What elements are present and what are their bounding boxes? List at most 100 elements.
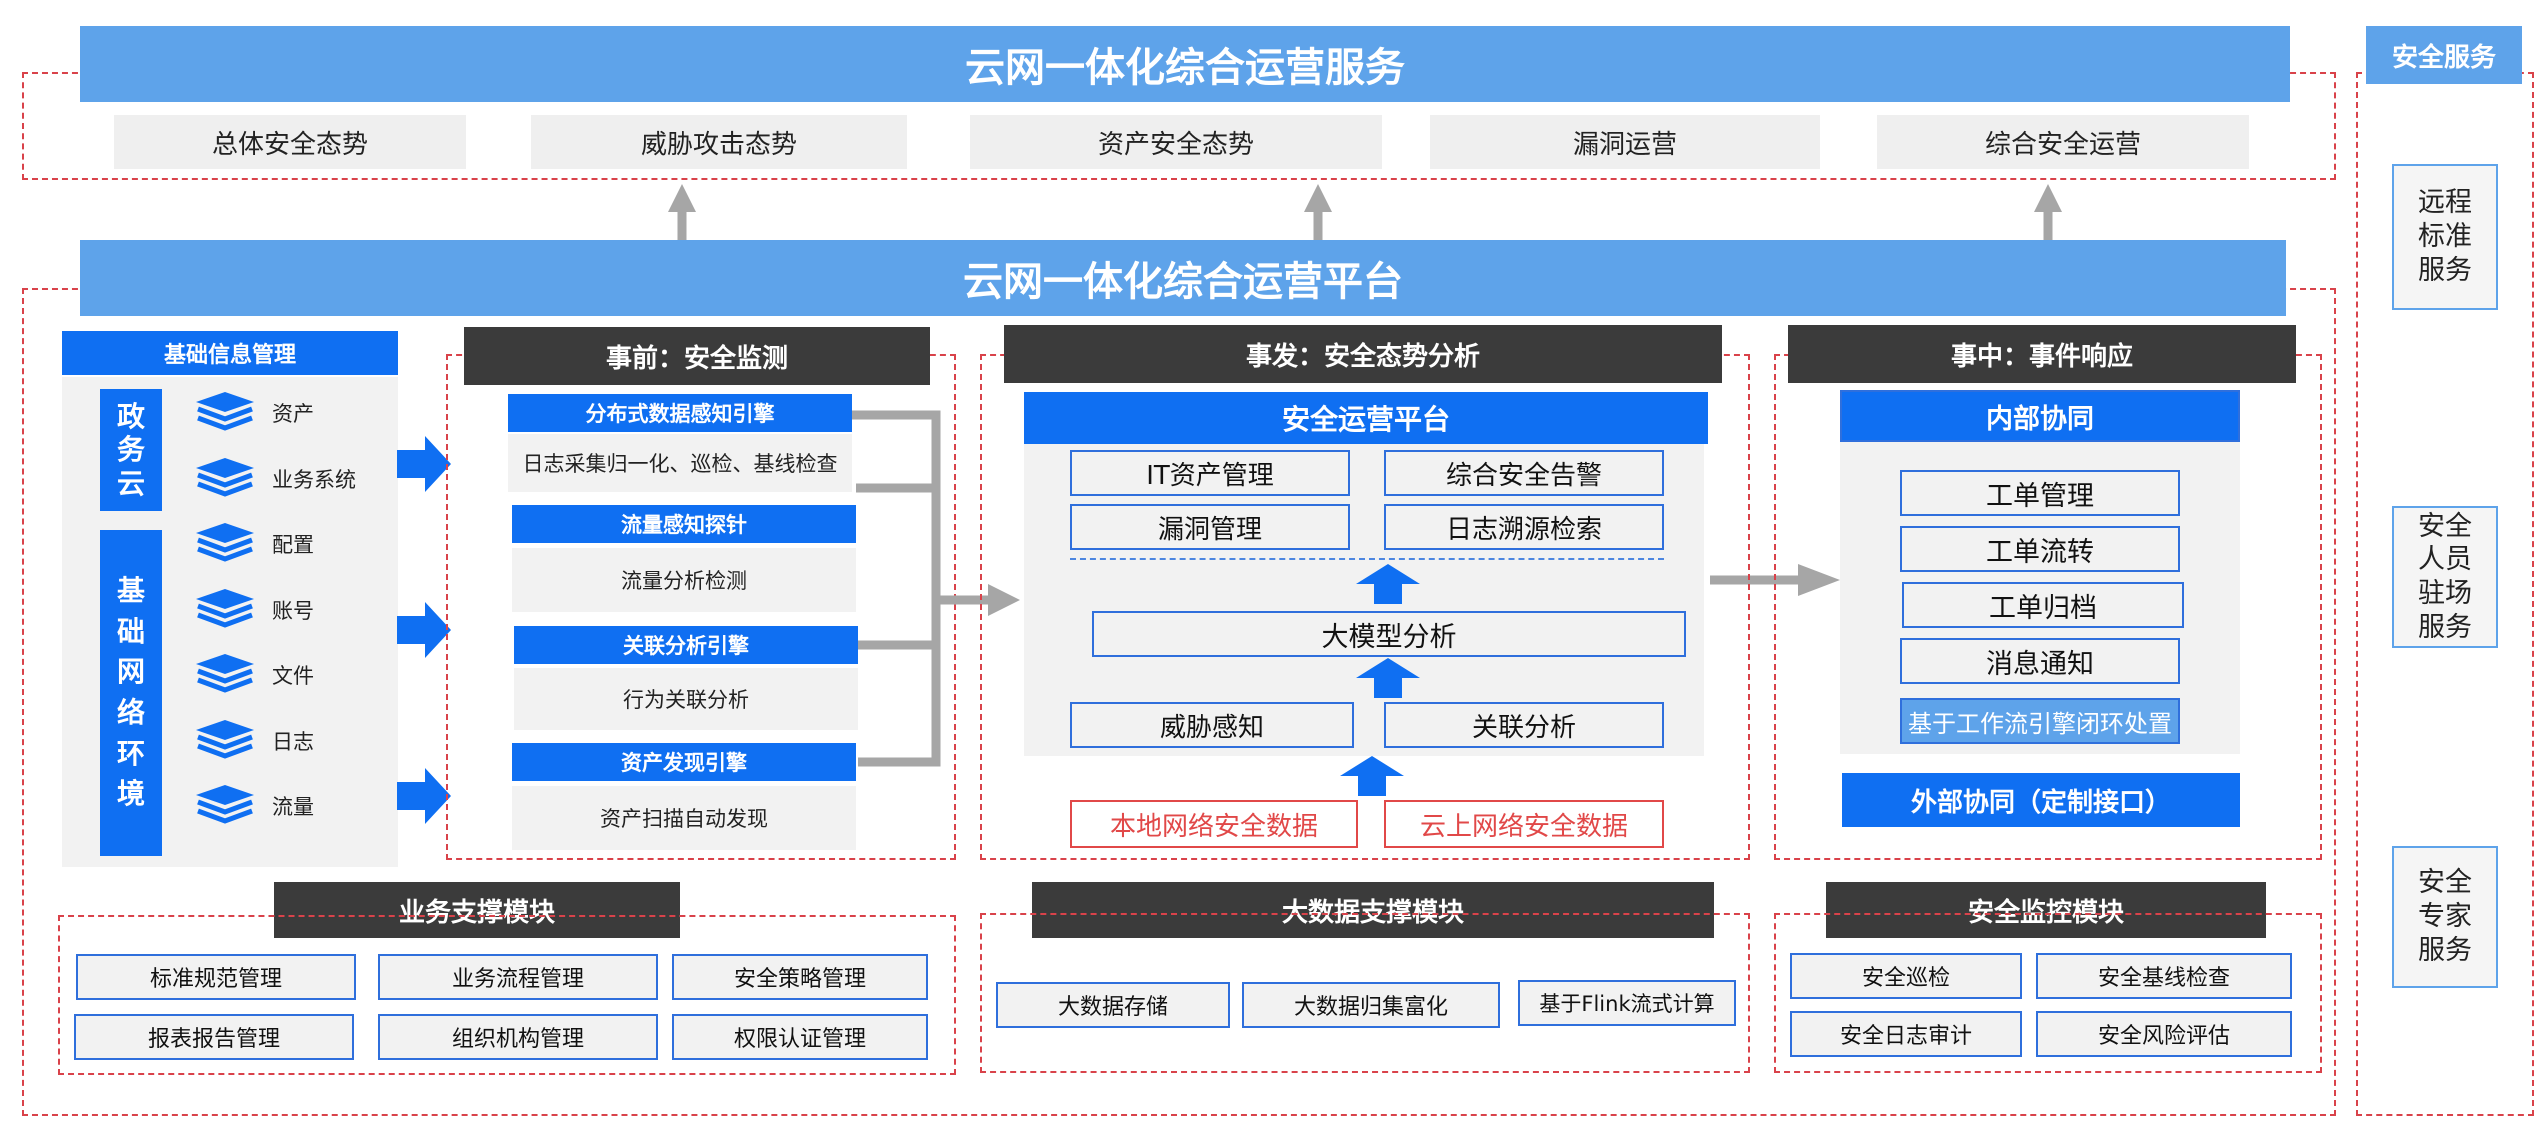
workflow-closed-loop[interactable]: 基于工作流引擎闭环处置	[1900, 698, 2180, 744]
bigdata-storage[interactable]: 大数据存储	[996, 982, 1230, 1028]
asset-item-label: 资产	[272, 402, 314, 426]
sec-inspection[interactable]: 安全巡检	[1790, 953, 2022, 999]
base-network-char: 基	[116, 574, 145, 608]
module-log-trace[interactable]: 日志溯源检索	[1384, 504, 1664, 550]
service-onsite-line: 安全	[2418, 510, 2472, 542]
service-remote-line: 远程	[2418, 187, 2472, 219]
base-info-title: 基础信息管理	[62, 331, 398, 375]
arrow-up-icon	[1356, 658, 1420, 698]
biz-policy[interactable]: 安全策略管理	[672, 954, 928, 1000]
asset-item-label: 配置	[272, 533, 314, 557]
pre-title: 事前：安全监测	[464, 327, 930, 385]
threat-perception[interactable]: 威胁感知	[1070, 702, 1354, 748]
response-panel	[1840, 390, 2240, 754]
engine-asset-discovery-desc: 资产扫描自动发现	[512, 786, 856, 850]
security-monitor-title: 安全监控模块	[1826, 882, 2266, 938]
biz-standard[interactable]: 标准规范管理	[76, 954, 356, 1000]
base-network-label: 基 础 网 络 环 境	[100, 530, 162, 856]
arrow-right-icon	[397, 768, 451, 824]
layers-icon	[196, 719, 254, 759]
service-threat[interactable]: 威胁攻击态势	[531, 115, 907, 169]
layers-icon	[196, 588, 254, 628]
sec-baseline[interactable]: 安全基线检查	[2036, 953, 2292, 999]
cloud-network-data[interactable]: 云上网络安全数据	[1384, 800, 1664, 848]
bigdata-flink[interactable]: 基于Flink流式计算	[1518, 980, 1736, 1026]
asset-item-label: 业务系统	[272, 467, 356, 492]
service-asset[interactable]: 资产安全态势	[970, 115, 1382, 169]
engine-correlation-desc: 行为关联分析	[514, 668, 858, 730]
during-title: 事发：安全态势分析	[1004, 325, 1722, 383]
service-expert-line: 安全	[2418, 867, 2472, 899]
layers-icon	[196, 785, 254, 824]
biz-report[interactable]: 报表报告管理	[74, 1014, 354, 1060]
layers-icon	[196, 523, 254, 562]
module-security-alert[interactable]: 综合安全告警	[1384, 450, 1664, 496]
service-onsite-line: 服务	[2418, 611, 2472, 643]
engine-correlation[interactable]: 关联分析引擎	[514, 626, 858, 664]
layers-icon	[196, 392, 254, 431]
gov-cloud-char: 政	[116, 399, 145, 433]
arrow-up-icon	[1356, 564, 1420, 604]
module-vuln-mgmt[interactable]: 漏洞管理	[1070, 504, 1350, 550]
security-monitor-area	[1774, 913, 2322, 1073]
engine-asset-discovery[interactable]: 资产发现引擎	[512, 743, 856, 781]
arrow-right-icon	[397, 602, 451, 658]
service-onsite[interactable]: 安全 人员 驻场 服务	[2392, 506, 2498, 648]
engine-distributed-desc: 日志采集归一化、巡检、基线检查	[508, 434, 852, 492]
engine-traffic-desc: 流量分析检测	[512, 548, 856, 612]
engine-distributed[interactable]: 分布式数据感知引擎	[508, 394, 852, 432]
platform-banner: 云网一体化综合运营平台	[80, 240, 2286, 316]
service-onsite-line: 人员	[2418, 544, 2472, 576]
big-model-analysis[interactable]: 大模型分析	[1092, 611, 1686, 657]
message-notify[interactable]: 消息通知	[1900, 638, 2180, 684]
arrow-up-icon	[1340, 756, 1404, 796]
bigdata-enrich[interactable]: 大数据归集富化	[1242, 982, 1500, 1028]
service-vuln[interactable]: 漏洞运营	[1430, 115, 1820, 169]
business-support-area	[58, 915, 956, 1075]
base-network-char: 网	[116, 655, 145, 689]
asset-item-label: 账号	[272, 598, 314, 623]
gov-cloud-char: 云	[116, 466, 145, 500]
bigdata-support-area	[980, 913, 1750, 1073]
service-remote-line: 服务	[2418, 254, 2472, 286]
security-services-title: 安全服务	[2366, 26, 2522, 84]
correlation-analysis[interactable]: 关联分析	[1384, 702, 1664, 748]
sec-log-audit[interactable]: 安全日志审计	[1790, 1011, 2022, 1057]
service-banner: 云网一体化综合运营服务	[80, 26, 2290, 102]
business-support-title: 业务支撑模块	[274, 882, 680, 938]
biz-process[interactable]: 业务流程管理	[378, 954, 658, 1000]
sec-risk-assess[interactable]: 安全风险评估	[2036, 1011, 2292, 1057]
layers-icon	[196, 654, 254, 693]
asset-item-label: 日志	[272, 729, 314, 754]
biz-auth[interactable]: 权限认证管理	[672, 1014, 928, 1060]
work-order-mgmt[interactable]: 工单管理	[1900, 470, 2180, 516]
service-remote-line: 标准	[2418, 221, 2472, 253]
external-collab[interactable]: 外部协同（定制接口）	[1842, 773, 2240, 827]
service-expert-line: 服务	[2418, 934, 2472, 966]
work-order-flow[interactable]: 工单流转	[1900, 526, 2180, 572]
local-network-data[interactable]: 本地网络安全数据	[1070, 800, 1358, 848]
service-expert[interactable]: 安全 专家 服务	[2392, 846, 2498, 988]
engine-traffic[interactable]: 流量感知探针	[512, 505, 856, 543]
base-network-char: 络	[116, 696, 145, 729]
service-comprehensive[interactable]: 综合安全运营	[1877, 115, 2249, 169]
arrow-right-icon	[397, 436, 451, 492]
service-expert-line: 专家	[2418, 901, 2472, 933]
bigdata-support-title: 大数据支撑模块	[1032, 882, 1714, 938]
work-order-archive[interactable]: 工单归档	[1902, 582, 2184, 628]
base-network-char: 环	[116, 736, 145, 770]
asset-item-label: 文件	[272, 664, 314, 688]
layers-icon	[196, 457, 254, 497]
response-title: 事中：事件响应	[1788, 325, 2296, 383]
asset-item-label: 流量	[272, 795, 314, 819]
ops-platform-title: 安全运营平台	[1024, 392, 1708, 444]
service-remote[interactable]: 远程 标准 服务	[2392, 164, 2498, 310]
module-it-asset[interactable]: IT资产管理	[1070, 450, 1350, 496]
divider	[1070, 558, 1664, 560]
base-network-char: 础	[116, 614, 145, 648]
internal-collab-title: 内部协同	[1840, 390, 2240, 442]
service-onsite-line: 驻场	[2418, 578, 2472, 609]
gov-cloud-label: 政 务 云	[100, 389, 162, 511]
service-overall[interactable]: 总体安全态势	[114, 115, 466, 169]
biz-org[interactable]: 组织机构管理	[378, 1014, 658, 1060]
